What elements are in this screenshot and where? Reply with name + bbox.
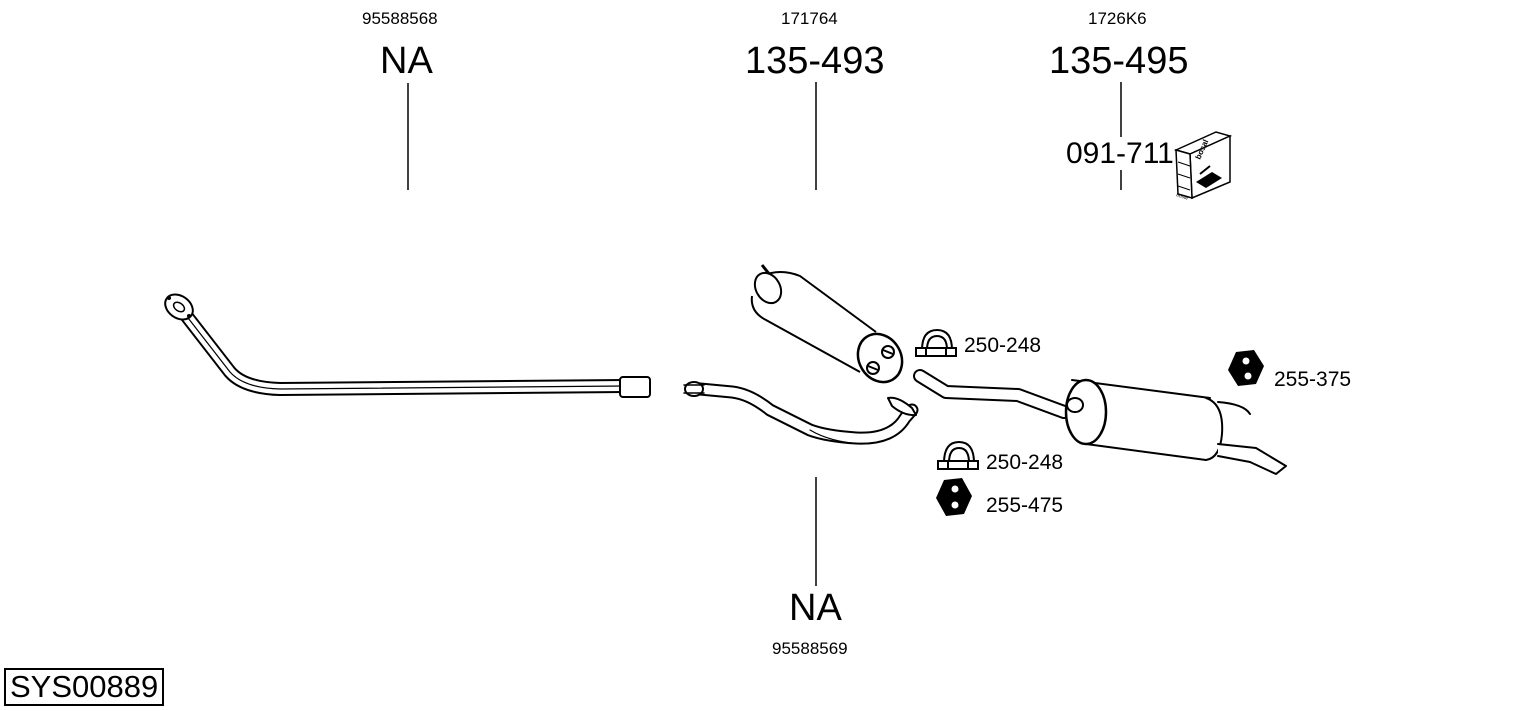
rubber-mount-2-part-number[interactable]: 255-475 xyxy=(986,494,1064,517)
mounting-kit-box-side-brand: bosal xyxy=(1175,192,1188,201)
clamp-2-part-number[interactable]: 250-248 xyxy=(986,451,1064,474)
rear-muffler-hanger xyxy=(1217,401,1251,415)
middle-muffler-ports xyxy=(866,345,895,375)
mounting-kit-part-number[interactable]: 091-711 xyxy=(1066,137,1174,170)
rear-muffler-oem-number: 1726K6 xyxy=(1088,9,1147,28)
clamp-icon-2[interactable] xyxy=(937,440,979,470)
rubber-mount-icon-2[interactable] xyxy=(936,478,972,516)
middle-muffler-part-number[interactable]: 135-493 xyxy=(745,40,885,82)
leader-lines xyxy=(407,82,1122,586)
rubber-mount-1-part-number[interactable]: 255-375 xyxy=(1274,368,1352,391)
front-pipe-flange xyxy=(164,293,194,321)
intermediate-pipe-inlet xyxy=(684,381,704,397)
rear-muffler-front-cap xyxy=(1064,378,1108,446)
middle-muffler-oem-number: 171764 xyxy=(781,9,838,28)
middle-muffler[interactable] xyxy=(750,264,911,390)
intermediate-pipe-oem-number: 95588569 xyxy=(772,639,848,658)
rear-muffler-tailpipe xyxy=(1217,443,1287,475)
rear-muffler[interactable] xyxy=(913,369,1287,475)
system-id-label: SYS00889 xyxy=(4,668,165,706)
mounting-kit-box-icon[interactable]: bosal bosal xyxy=(1173,131,1233,202)
intermediate-pipe-outlet xyxy=(887,396,917,417)
front-pipe-oem-number: 95588568 xyxy=(362,9,438,28)
intermediate-pipe-part-number[interactable]: NA xyxy=(789,587,842,629)
clamp-icon-1[interactable] xyxy=(915,328,957,357)
front-pipe-sleeve xyxy=(619,376,651,398)
clamp-1-part-number[interactable]: 250-248 xyxy=(964,334,1042,357)
front-pipe[interactable] xyxy=(160,289,651,398)
rear-muffler-part-number[interactable]: 135-495 xyxy=(1049,40,1189,82)
intermediate-pipe[interactable] xyxy=(683,381,919,445)
front-pipe-part-number[interactable]: NA xyxy=(380,40,433,82)
rubber-mount-icon-1[interactable] xyxy=(1228,350,1264,386)
